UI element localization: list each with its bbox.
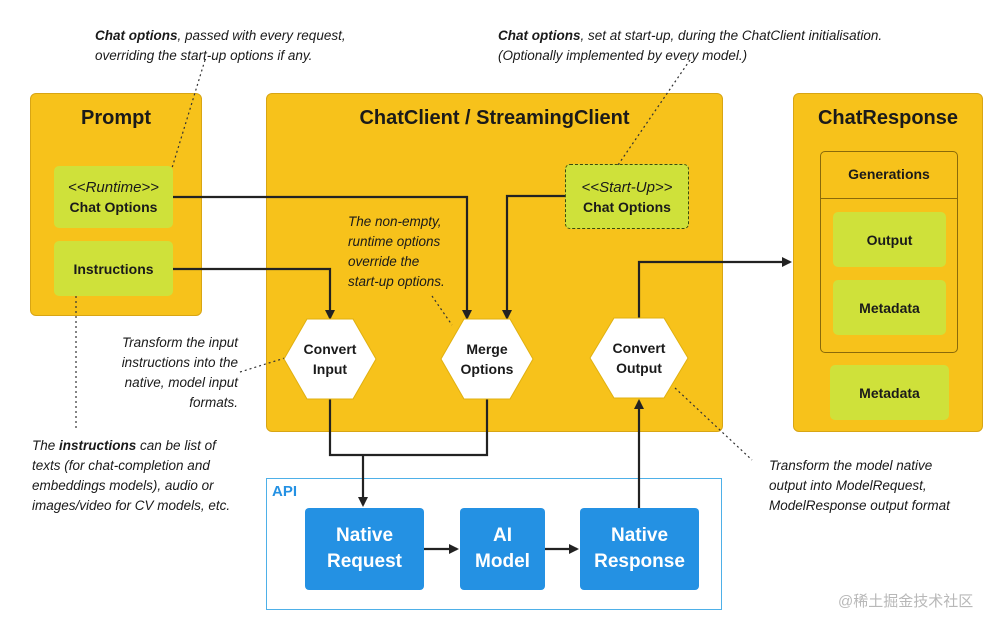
startup-chat-options-label: Chat Options <box>583 198 671 215</box>
transform-input-line4: formats. <box>189 395 238 410</box>
convert-input-line1: Convert <box>303 341 357 357</box>
transform-output-note: Transform the model native output into M… <box>769 456 950 516</box>
startup-chat-options-box: <<Start-Up>> Chat Options <box>565 164 689 229</box>
runtime-note-leader <box>171 59 206 169</box>
instructions-to-convert-arrow <box>173 267 335 320</box>
runtime-options-note-bold: Chat options <box>95 28 178 43</box>
startup-options-note: Chat options, set at start-up, during th… <box>498 26 882 66</box>
api-container: API <box>266 478 722 610</box>
merge-note-line3: override the <box>348 254 420 269</box>
transform-output-line3: ModelResponse output format <box>769 498 950 513</box>
merge-options-line1: Merge <box>466 341 508 357</box>
transform-output-line2: output into ModelRequest, <box>769 478 927 493</box>
convert-output-to-response-arrow <box>637 257 792 318</box>
chat-client-title: ChatClient / StreamingClient <box>359 107 630 129</box>
startup-to-merge-arrow <box>502 194 565 320</box>
convert-output-line1: Convert <box>612 340 666 356</box>
merge-note-line1: The non-empty, <box>348 214 442 229</box>
instructions-note-line2: texts (for chat-completion and <box>32 458 210 473</box>
chat-response-title: ChatResponse <box>817 107 959 129</box>
merge-note-leader <box>431 295 453 326</box>
api-label: API <box>272 483 298 500</box>
output-label: Output <box>866 231 913 248</box>
transform-input-line3: native, model input <box>124 375 238 390</box>
startup-options-note-line1: , set at start-up, during the ChatClient… <box>580 28 883 43</box>
instructions-label: Instructions <box>73 260 154 277</box>
generation-metadata-box: Metadata <box>833 280 946 335</box>
native-request-line1: Native <box>335 525 394 546</box>
generations-container: Generations <box>820 151 958 353</box>
ai-model-line2: Model <box>475 551 530 572</box>
merge-note-line2: runtime options <box>348 234 441 249</box>
ai-model-line1: AI <box>493 525 512 546</box>
native-response-line1: Native <box>610 525 669 546</box>
convert-output-label: Convert Output <box>590 318 688 398</box>
merge-note-line4: start-up options. <box>348 274 445 289</box>
prompt-title: Prompt <box>81 107 151 129</box>
instructions-note-line4: images/video for CV models, etc. <box>32 498 231 513</box>
runtime-options-note: Chat options, passed with every request,… <box>95 26 346 66</box>
native-request-box: Native Request <box>305 508 424 590</box>
native-request-line2: Request <box>327 551 402 572</box>
instructions-note: The instructions can be list of texts (f… <box>32 436 230 516</box>
transform-output-line1: Transform the model native <box>769 458 933 473</box>
output-box: Output <box>833 212 946 267</box>
generations-divider <box>821 198 957 199</box>
runtime-chat-options-box: <<Runtime>> Chat Options <box>54 166 173 228</box>
merge-options-note: The non-empty, runtime options override … <box>348 212 445 292</box>
startup-options-note-bold: Chat options <box>498 28 581 43</box>
convert-input-hexagon <box>283 318 377 400</box>
convert-input-line2: Input <box>312 361 348 377</box>
convert-output-hexagon <box>589 317 689 399</box>
response-metadata-box: Metadata <box>830 365 949 420</box>
runtime-chat-options-label: Chat Options <box>69 199 158 215</box>
transform-input-line1: Transform the input <box>121 335 238 350</box>
startup-stereotype: <<Start-Up>> <box>581 178 673 196</box>
response-metadata-label: Metadata <box>859 384 920 401</box>
startup-options-note-line2: (Optionally implemented by every model.) <box>498 48 748 63</box>
native-response-line2: Response <box>594 551 685 572</box>
runtime-options-note-line2: overriding the start-up options if any. <box>95 48 313 63</box>
convert-input-label: Convert Input <box>284 319 376 399</box>
convert-input-down-line <box>328 398 363 457</box>
runtime-options-note-line1: , passed with every request, <box>177 28 346 43</box>
transform-input-line2: instructions into the <box>121 355 238 370</box>
transform-input-leader <box>239 357 286 373</box>
runtime-to-merge-arrow <box>173 195 472 320</box>
transform-output-leader <box>674 387 753 461</box>
generation-metadata-label: Metadata <box>859 299 920 316</box>
merge-options-line2: Options <box>460 361 514 377</box>
merge-options-down-line <box>363 398 489 457</box>
transform-input-note: Transform the input instructions into th… <box>92 333 238 413</box>
instructions-note-line3: embeddings models), audio or <box>32 478 214 493</box>
ai-model-box: AI Model <box>460 508 545 590</box>
startup-note-leader <box>617 59 691 166</box>
instructions-note-bold: instructions <box>59 438 137 453</box>
runtime-stereotype: <<Runtime>> <box>68 179 159 196</box>
native-response-box: Native Response <box>580 508 699 590</box>
convert-output-line2: Output <box>616 360 662 376</box>
watermark: @稀土掘金技术社区 <box>838 593 974 610</box>
merge-options-label: Merge Options <box>441 319 533 399</box>
generations-label: Generations <box>848 166 930 182</box>
instructions-box: Instructions <box>54 241 173 296</box>
instructions-note-prefix: The <box>32 438 60 453</box>
merge-options-hexagon <box>440 318 534 400</box>
instructions-note-line1-rest: can be list of <box>136 438 216 453</box>
